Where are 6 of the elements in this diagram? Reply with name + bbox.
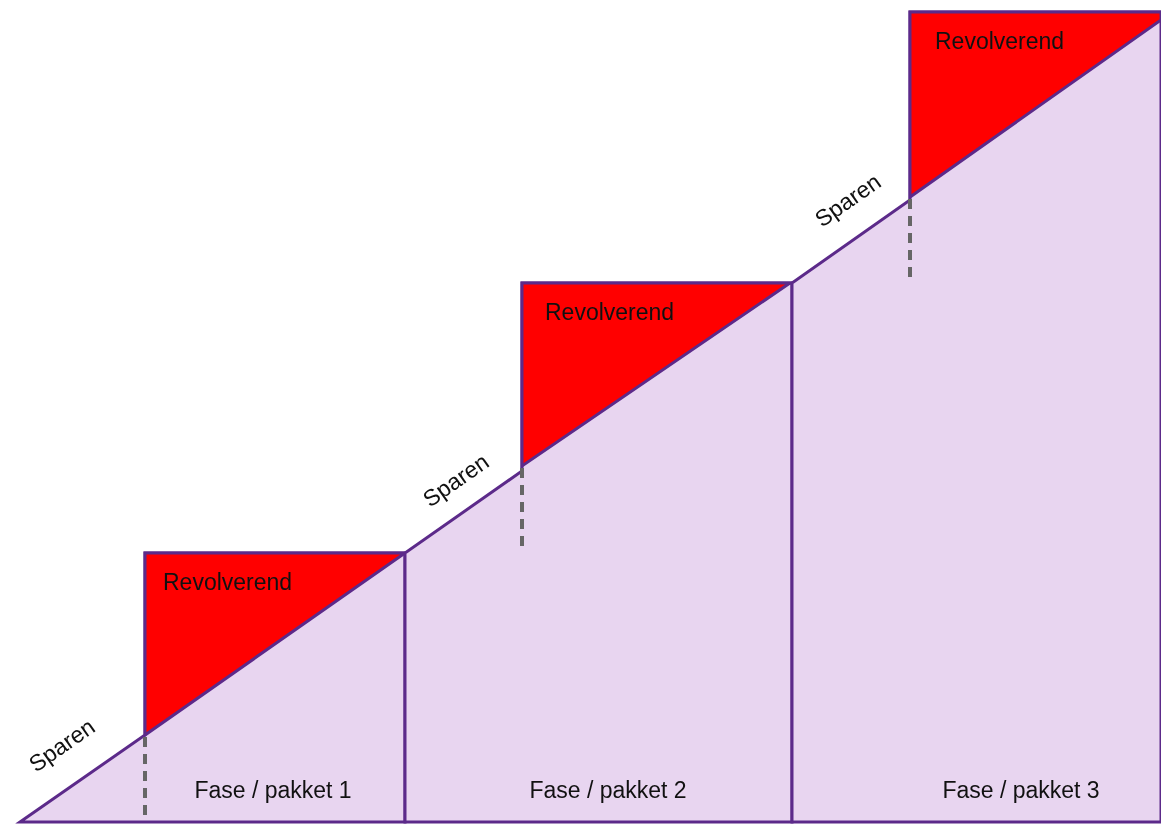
triangle-label: Revolverend (163, 569, 293, 596)
triangle-label: Revolverend (935, 28, 1065, 55)
triangle-label: Revolverend (545, 299, 675, 326)
phase-label: Fase / pakket 3 (942, 776, 1100, 804)
phase-label: Fase / pakket 2 (529, 776, 687, 804)
phase-label: Fase / pakket 1 (194, 776, 352, 804)
